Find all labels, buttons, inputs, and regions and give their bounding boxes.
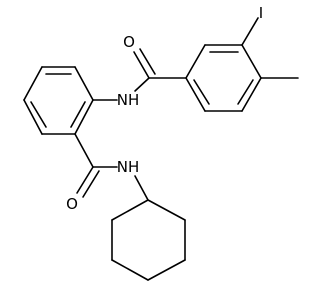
iodo-bond xyxy=(241,17,259,46)
bond xyxy=(111,199,149,221)
bond xyxy=(185,77,206,112)
bond xyxy=(147,199,186,221)
double-bond-inner xyxy=(193,79,210,105)
benzene-ring-right xyxy=(185,17,299,112)
bond xyxy=(23,66,43,101)
carbonyl-bond xyxy=(82,170,100,198)
carbonyl-bond xyxy=(76,166,94,194)
bond xyxy=(134,175,149,201)
cyclohexyl-ring xyxy=(111,199,186,281)
molecule-diagram: I O NH O NH xyxy=(23,4,299,281)
bond xyxy=(185,44,206,79)
bond xyxy=(74,99,94,135)
bond xyxy=(74,66,94,101)
bond xyxy=(23,99,43,135)
bond xyxy=(147,259,186,281)
oxygen-label-top: O xyxy=(123,33,135,51)
carbonyl-bond xyxy=(133,51,150,79)
double-bond-inner xyxy=(237,79,254,105)
bond xyxy=(241,44,262,79)
amide-top xyxy=(92,48,187,101)
bond xyxy=(241,77,262,112)
nh-label-bottom: NH xyxy=(117,158,140,176)
benzene-ring-left xyxy=(23,66,94,135)
nh-label-top: NH xyxy=(117,91,140,109)
iodine-label: I xyxy=(259,4,263,22)
oxygen-label-bottom: O xyxy=(66,195,78,213)
bond xyxy=(111,259,149,281)
amide-bottom xyxy=(74,133,149,201)
double-bond-inner xyxy=(30,101,47,128)
bond xyxy=(134,77,150,92)
carbonyl-bond xyxy=(139,48,156,75)
double-bond-inner xyxy=(70,101,86,128)
bond xyxy=(74,133,94,168)
structure-canvas: I O NH O NH xyxy=(23,4,299,281)
